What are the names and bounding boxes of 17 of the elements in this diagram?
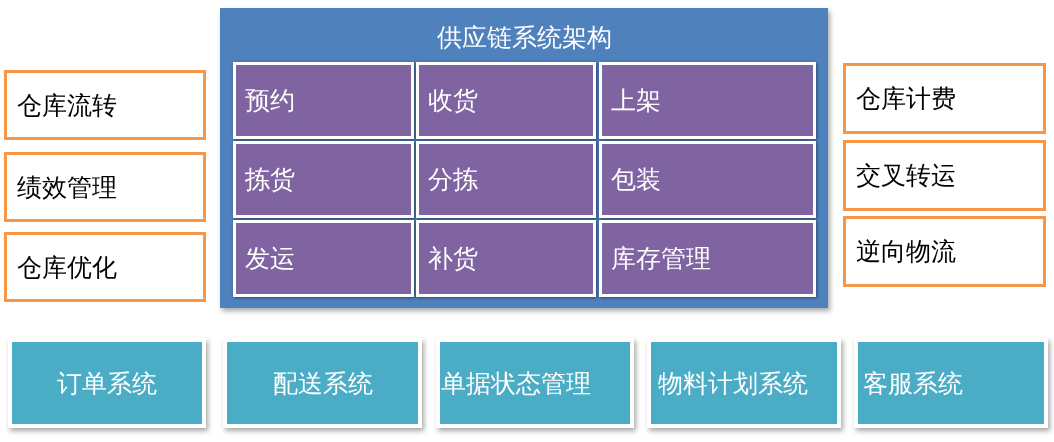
module-box: 补货 — [416, 220, 596, 297]
module-box: 分拣 — [416, 141, 596, 218]
feature-box: 交叉转运 — [843, 140, 1046, 211]
feature-box: 逆向物流 — [843, 216, 1046, 287]
panel-title: 供应链系统架构 — [435, 22, 613, 52]
feature-box: 仓库计费 — [843, 63, 1046, 134]
module-box: 拣货 — [233, 141, 414, 218]
module-box: 收货 — [416, 62, 596, 139]
module-box: 预约 — [233, 62, 414, 139]
feature-box: 绩效管理 — [4, 152, 206, 222]
feature-box: 仓库流转 — [4, 70, 206, 140]
module-box: 上架 — [599, 62, 816, 139]
module-box: 包装 — [599, 141, 816, 218]
module-box: 库存管理 — [599, 220, 816, 297]
architecture-panel — [220, 8, 828, 308]
feature-box: 仓库优化 — [4, 232, 206, 302]
module-box: 发运 — [233, 220, 414, 297]
